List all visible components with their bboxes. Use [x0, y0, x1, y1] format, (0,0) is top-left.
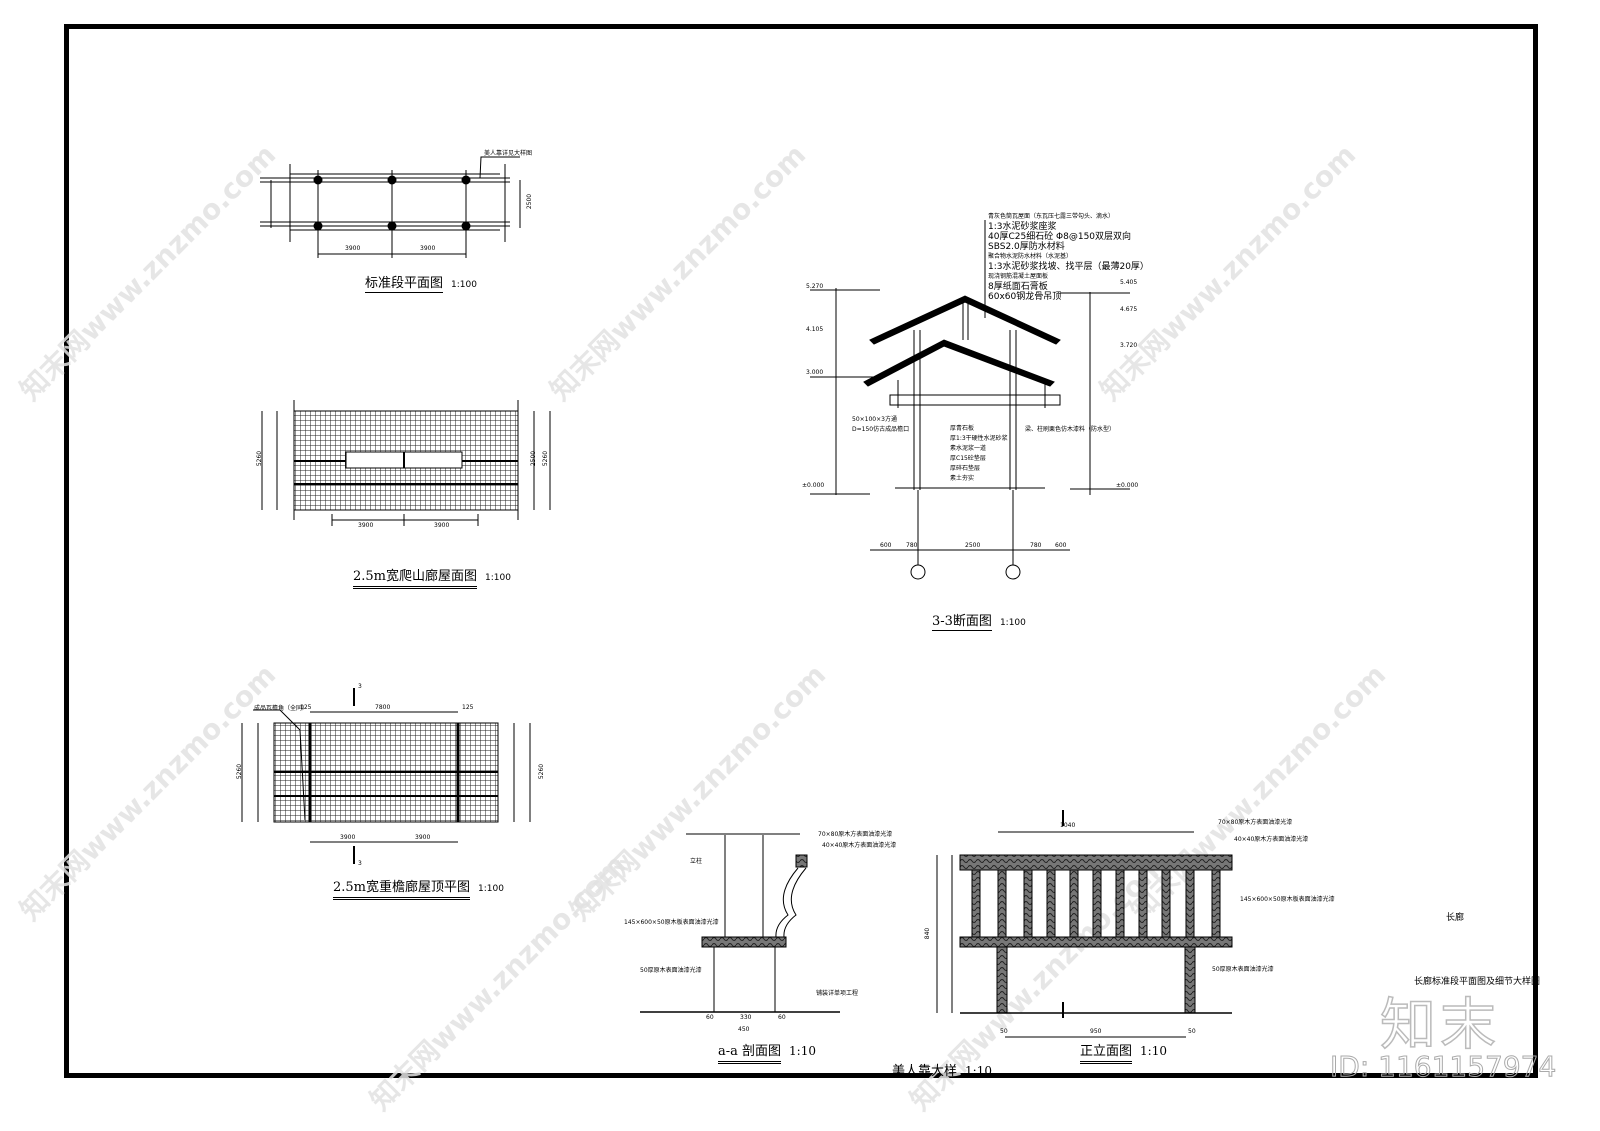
plan-dim: 3900	[420, 245, 436, 252]
bench-label: 145×600×50原木板表面油漆光漆	[1240, 896, 1335, 903]
roof-notes: 青灰色筒瓦屋面（东瓦压七露三带勾头、滴水） 1:3水泥砂浆座浆 40厚C25细石…	[988, 213, 1149, 302]
roof-b-dim: 3900	[415, 834, 431, 841]
roof-b-note: 成品瓦檐角（全同）	[254, 705, 309, 712]
bench-dim: 330	[740, 1014, 752, 1021]
standard-plan	[260, 156, 521, 258]
level: 3.000	[806, 369, 824, 376]
section-dim: 600	[880, 542, 892, 549]
bench-label: 立柱	[690, 858, 703, 865]
bench-label: 145×600×50原木板表面油漆光漆	[624, 919, 719, 926]
roof-a-dim: 3900	[358, 522, 374, 529]
roof-plan-b	[241, 688, 531, 864]
level: ±0.000	[1116, 482, 1139, 489]
bench-dim: 50	[1188, 1028, 1196, 1035]
bench-section	[640, 833, 840, 1013]
level: 3.720	[1120, 342, 1138, 349]
beam-note: 梁、柱刷栗色仿木漆料（防水型）	[1025, 426, 1116, 433]
bench-dim: 60	[778, 1014, 786, 1021]
roof-a-dim: 2500	[530, 450, 538, 467]
plan-bench-note: 美人靠详见大样图	[484, 150, 533, 157]
bench-dim: 50	[1000, 1028, 1008, 1035]
level: 5.405	[1120, 279, 1138, 286]
project-name: 长廊	[1446, 913, 1465, 923]
floor-notes: 厚青石板 厚1:3干硬性水泥砂浆 素水泥浆一道 厚C15砼垫层 厚碎石垫层 素土…	[950, 425, 1008, 482]
level: ±0.000	[802, 482, 825, 489]
bench-dim: 450	[738, 1026, 750, 1033]
level: 5.270	[806, 283, 824, 290]
bench-label: 40×40原木方表面油漆光漆	[1234, 836, 1309, 843]
section-3-3	[810, 220, 1130, 580]
bench-label: 70×80原木方表面油漆光漆	[818, 831, 893, 838]
plan-dim: 3900	[345, 245, 361, 252]
bench-dim: 60	[706, 1014, 714, 1021]
level: 4.675	[1120, 306, 1138, 313]
section-dim: 780	[1030, 542, 1042, 549]
roof-a-dim: 3900	[434, 522, 450, 529]
bench-dim: 1040	[1060, 822, 1076, 829]
eave-note: D=150仿古成品檐口	[852, 426, 910, 433]
roof-plan-a	[261, 400, 551, 526]
roof-a-dim: 5260	[256, 450, 264, 467]
bench-dim: 840	[924, 927, 932, 940]
roof-b-dim: 5260	[236, 763, 244, 780]
drawing-name: 长廊标准段平面图及细节大样图	[1414, 977, 1541, 987]
roof-b-dim: 125	[462, 704, 474, 711]
roof-a-dim: 5260	[542, 450, 550, 467]
drawing-frame	[64, 24, 1538, 1078]
eave-note: 50×100×3方通	[852, 416, 897, 423]
watermark-logo: 知末	[1379, 992, 1500, 1059]
section-dim: 780	[906, 542, 918, 549]
section-mark: 3	[358, 860, 362, 867]
bench-label: 40×40原木方表面油漆光漆	[822, 842, 897, 849]
roof-b-dim: 5260	[538, 763, 546, 780]
section-mark: 3	[358, 683, 362, 690]
roof-b-dim: 7800	[375, 704, 391, 711]
section-dim: 600	[1055, 542, 1067, 549]
bench-dim: 950	[1090, 1028, 1102, 1035]
roof-b-dim: 3900	[340, 834, 356, 841]
roof-b-dim: 125	[300, 704, 312, 711]
bench-label: 铺装详单项工程	[816, 990, 859, 997]
bench-label: 70×80原木方表面油漆光漆	[1218, 819, 1293, 826]
bench-label: 50厚原木表面油漆光漆	[640, 967, 702, 974]
plan-dim: 2500	[526, 193, 534, 210]
section-dim: 2500	[965, 542, 981, 549]
watermark-id: ID: 1161157974	[1329, 1050, 1557, 1084]
bench-label: 50厚原木表面油漆光漆	[1212, 966, 1274, 973]
level: 4.105	[806, 326, 824, 333]
bench-elevation	[936, 810, 1233, 1038]
